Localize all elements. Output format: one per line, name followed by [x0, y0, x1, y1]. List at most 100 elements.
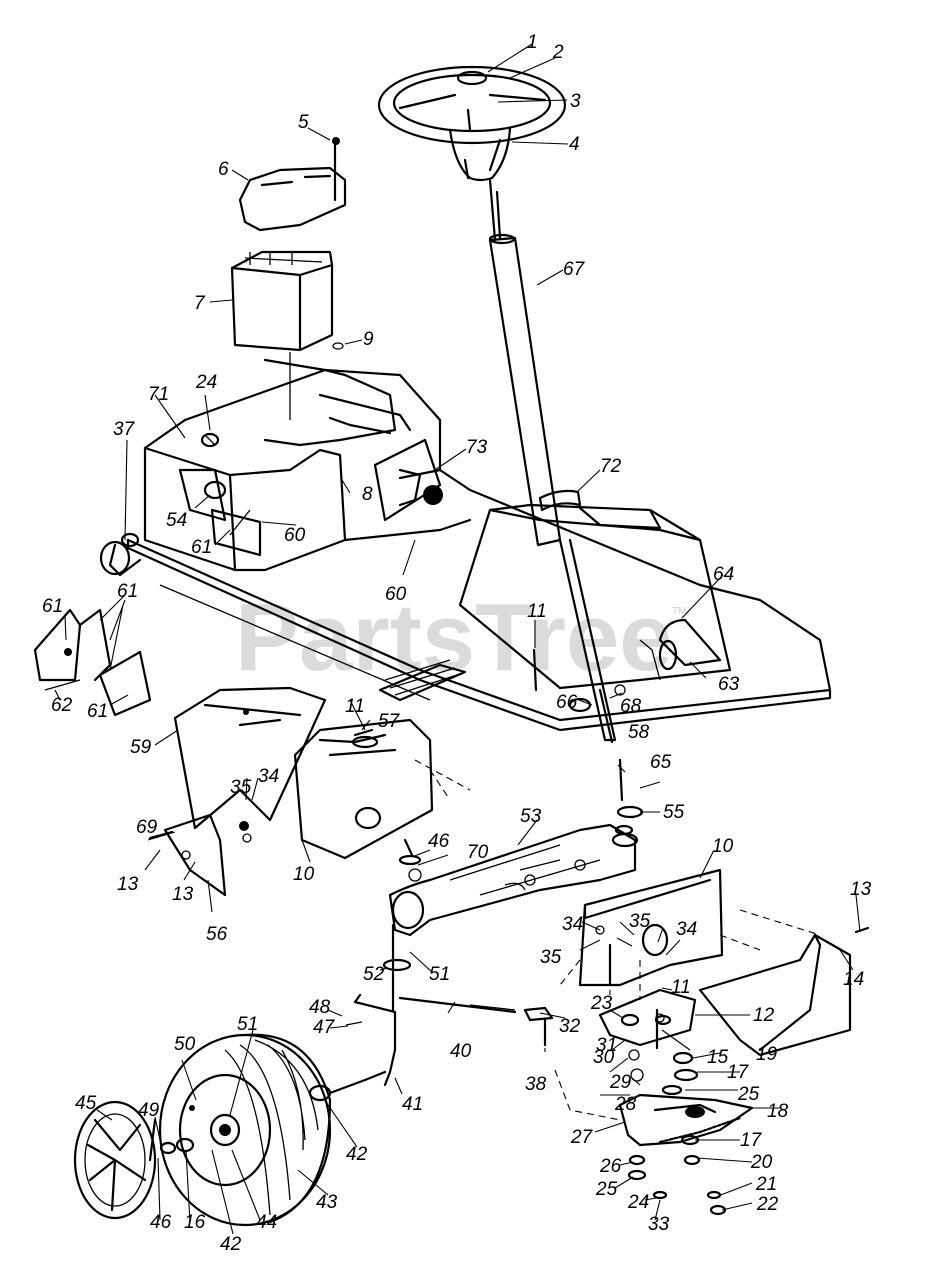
callout-31: 31	[596, 1035, 617, 1056]
fender-left	[173, 686, 327, 830]
callout-11-gear: 11	[671, 977, 691, 998]
callout-1: 1	[527, 32, 538, 53]
callout-46-lower: 46	[150, 1212, 172, 1233]
hub-cap	[73, 1100, 195, 1220]
mount-plate-right	[578, 868, 852, 1057]
leader-lines	[54, 43, 861, 1235]
callout-11-upper: 11	[527, 601, 547, 622]
watermark-trademark: TM	[672, 606, 686, 617]
callout-24-lower: 24	[627, 1192, 649, 1213]
callout-25-lower: 25	[595, 1179, 618, 1200]
callout-67: 67	[563, 259, 586, 280]
callout-34-plate: 34	[676, 919, 697, 940]
callout-13-mid: 13	[172, 884, 194, 905]
callout-6: 6	[218, 159, 229, 180]
watermark-text: PartsTree	[235, 584, 673, 691]
callout-35-right: 35	[540, 947, 562, 968]
callout-42-axle: 42	[346, 1144, 368, 1165]
callout-4: 4	[569, 134, 580, 155]
callout-13-right: 13	[850, 879, 872, 900]
sector-gear	[618, 1093, 754, 1147]
callout-28: 28	[614, 1094, 637, 1115]
callout-72: 72	[600, 456, 622, 477]
callout-57: 57	[378, 711, 401, 732]
callout-41: 41	[402, 1094, 423, 1115]
callout-61-upper: 61	[117, 581, 138, 602]
callout-18: 18	[767, 1101, 789, 1122]
callout-20: 20	[750, 1152, 773, 1173]
callout-46-upper: 46	[428, 831, 450, 852]
callout-58: 58	[628, 722, 650, 743]
seat-parts	[99, 432, 227, 577]
callout-15: 15	[707, 1047, 729, 1068]
shift-bracket	[373, 438, 443, 522]
callout-10-left: 10	[293, 864, 315, 885]
callout-32: 32	[559, 1016, 581, 1037]
callout-47: 47	[313, 1017, 336, 1038]
callout-34-fender: 34	[258, 766, 279, 787]
callout-63: 63	[718, 674, 740, 695]
callout-69: 69	[136, 817, 158, 838]
callout-65: 65	[650, 752, 672, 773]
callout-62: 62	[51, 695, 73, 716]
steering-shaft	[488, 178, 617, 744]
callout-9: 9	[363, 329, 374, 350]
callout-50: 50	[174, 1034, 196, 1055]
callout-42-wheel: 42	[220, 1234, 242, 1255]
callout-26: 26	[599, 1156, 622, 1177]
bracket-56	[148, 813, 227, 897]
callout-38: 38	[525, 1074, 547, 1095]
callout-23: 23	[590, 993, 613, 1014]
callout-22: 22	[756, 1194, 779, 1215]
callout-30: 30	[593, 1047, 615, 1068]
callout-labels: 1 2 3 4 5 6 7 9 67 24 71 37 73 8 72 54 6…	[42, 32, 872, 1255]
callout-61-lower: 61	[87, 701, 108, 722]
callout-52: 52	[363, 964, 385, 985]
callout-73: 73	[466, 437, 488, 458]
callout-25-upper: 25	[737, 1084, 760, 1105]
mount-plate-left	[293, 718, 434, 860]
callout-11-fender: 11	[345, 696, 365, 717]
left-bracket-assembly	[33, 608, 152, 717]
callout-54: 54	[166, 510, 187, 531]
callout-10-right: 10	[712, 836, 734, 857]
callout-68: 68	[620, 696, 642, 717]
callout-48: 48	[309, 997, 331, 1018]
callout-13-left: 13	[117, 874, 139, 895]
callout-24: 24	[195, 372, 217, 393]
callout-56: 56	[206, 924, 228, 945]
steering-wheel	[377, 65, 567, 182]
callout-43: 43	[316, 1192, 338, 1213]
callout-5: 5	[298, 112, 309, 133]
callout-61-seat: 61	[191, 537, 212, 558]
callout-60-seat: 60	[284, 525, 306, 546]
callout-44: 44	[256, 1212, 277, 1233]
callout-34-right: 34	[562, 914, 583, 935]
callout-40: 40	[450, 1041, 472, 1062]
callout-45: 45	[75, 1093, 97, 1114]
battery-cover	[238, 137, 347, 232]
callout-60-lower: 60	[385, 584, 407, 605]
callout-29: 29	[609, 1072, 632, 1093]
callout-35-plate: 35	[629, 911, 651, 932]
callout-59: 59	[130, 737, 152, 758]
callout-19: 19	[756, 1044, 778, 1065]
callout-55: 55	[663, 802, 685, 823]
callout-3: 3	[570, 91, 581, 112]
callout-2: 2	[552, 42, 564, 63]
front-wheel	[158, 1033, 332, 1227]
callout-70: 70	[467, 842, 489, 863]
callout-17-upper: 17	[727, 1062, 750, 1083]
callout-7: 7	[194, 293, 206, 314]
callout-51-wheel: 51	[237, 1014, 258, 1035]
callout-8: 8	[362, 484, 373, 505]
callout-66: 66	[556, 692, 578, 713]
callout-21: 21	[755, 1174, 777, 1195]
callout-61-left: 61	[42, 596, 63, 617]
fastener-stack	[239, 648, 870, 1216]
callout-37: 37	[113, 419, 136, 440]
callout-49: 49	[138, 1100, 160, 1121]
callout-27: 27	[570, 1127, 594, 1148]
callout-33: 33	[648, 1214, 670, 1235]
